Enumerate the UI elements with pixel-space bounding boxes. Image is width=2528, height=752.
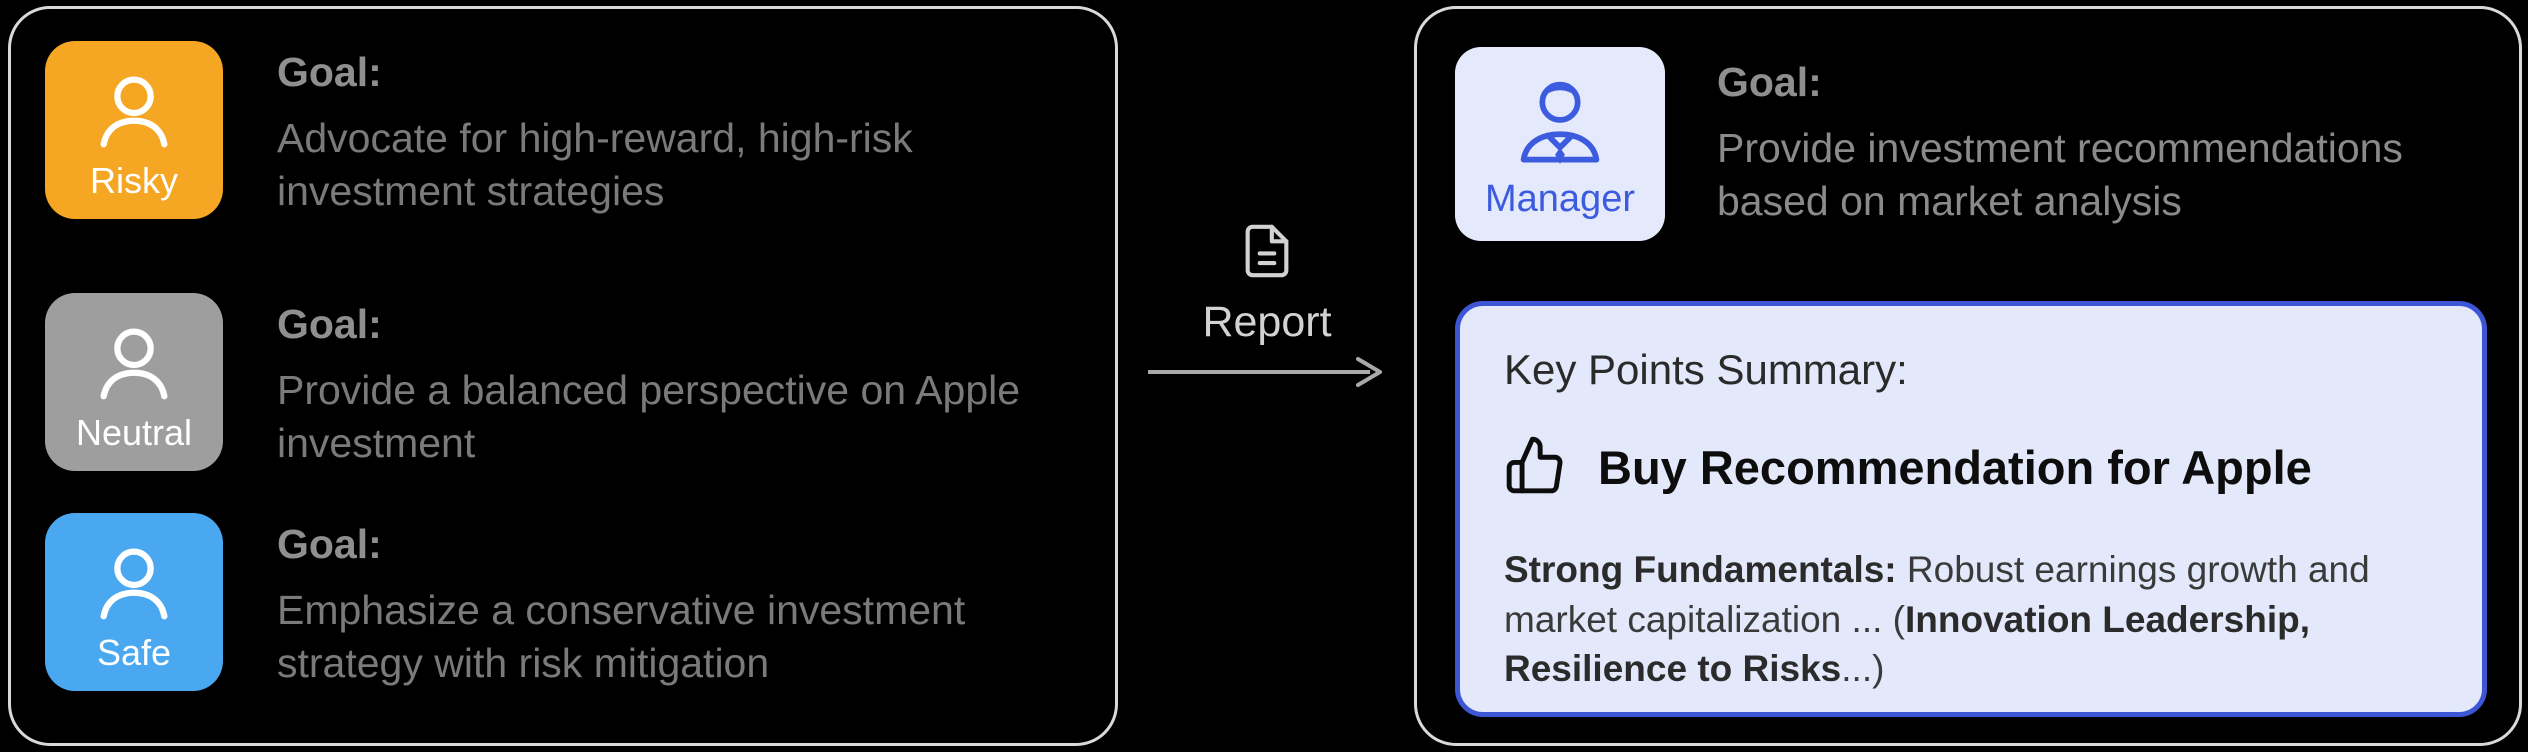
risky-goal-block: Goal: Advocate for high-reward, high-ris… (277, 41, 1067, 219)
report-connector: Report (1134, 0, 1400, 752)
summary-title: Key Points Summary: (1504, 346, 1908, 393)
thumbs-up-icon (1504, 434, 1566, 501)
key-points-summary-card: Key Points Summary: Buy Recommendation f… (1455, 301, 2487, 717)
report-label: Report (1202, 298, 1332, 346)
agent-name-label: Risky (90, 160, 178, 201)
safe-goal-block: Goal: Emphasize a conservative investmen… (277, 513, 1067, 691)
agents-list: Risky Goal: Advocate for high-reward, hi… (11, 9, 1115, 691)
summary-body-segment: Strong Fundamentals: (1504, 549, 1897, 590)
person-icon (87, 316, 181, 410)
summary-body-segment: ...) (1841, 648, 1885, 690)
goal-text: Emphasize a conservative investment stra… (277, 587, 966, 687)
manager-badge: Manager (1455, 47, 1665, 241)
goal-label: Goal: (277, 49, 382, 95)
manager-panel: Manager Goal: Provide investment recomme… (1414, 6, 2522, 746)
report-document-icon (1238, 222, 1296, 288)
risky-agent-badge: Risky (45, 41, 223, 219)
recommendation-headline: Buy Recommendation for Apple (1504, 434, 2438, 501)
analyst-agents-panel: Risky Goal: Advocate for high-reward, hi… (8, 6, 1118, 746)
agent-row-safe: Safe Goal: Emphasize a conservative inve… (45, 513, 1079, 691)
manager-goal-block: Goal: Provide investment recommendations… (1717, 59, 2477, 229)
summary-body-segment: Innovation Leadership, Resilience to Ris… (1504, 598, 2310, 690)
manager-icon (1507, 68, 1613, 174)
summary-body: Strong Fundamentals: Robust earnings gro… (1504, 545, 2414, 694)
neutral-agent-badge: Neutral (45, 293, 223, 471)
agent-name-label: Neutral (75, 412, 193, 453)
headline-text: Buy Recommendation for Apple (1598, 441, 2312, 494)
agent-row-neutral: Neutral Goal: Provide a balanced perspec… (45, 293, 1079, 471)
manager-name-label: Manager (1485, 177, 1635, 220)
goal-text: Provide a balanced perspective on Apple … (277, 367, 1021, 467)
goal-text: Provide investment recommendations based… (1717, 125, 2403, 225)
person-icon (87, 64, 181, 158)
goal-label: Goal: (277, 521, 382, 567)
summary-body-segment: Robust earnings growth and market capita… (1504, 549, 2370, 640)
goal-label: Goal: (277, 301, 382, 347)
agent-row-risky: Risky Goal: Advocate for high-reward, hi… (45, 41, 1079, 219)
right-arrow-icon (1144, 352, 1390, 397)
safe-agent-badge: Safe (45, 513, 223, 691)
neutral-goal-block: Goal: Provide a balanced perspective on … (277, 293, 1067, 471)
agent-name-label: Safe (96, 632, 172, 673)
goal-text: Advocate for high-reward, high-risk inve… (277, 115, 913, 215)
goal-label: Goal: (1717, 59, 1822, 105)
person-icon (87, 536, 181, 630)
